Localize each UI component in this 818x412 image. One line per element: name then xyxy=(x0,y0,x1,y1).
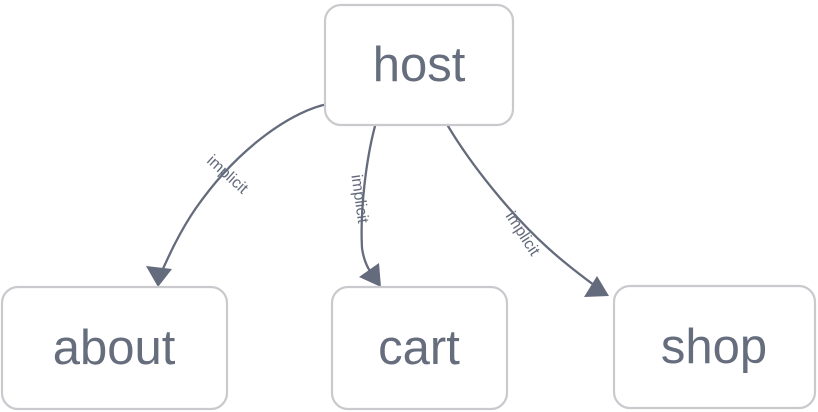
edge-host-shop-path xyxy=(446,124,604,293)
node-about-box xyxy=(0,285,229,411)
node-shop-box xyxy=(612,284,817,410)
edge-host-cart-label: implicit xyxy=(347,174,371,225)
edge-host-about-path xyxy=(156,102,330,282)
node-host-box xyxy=(323,3,515,127)
node-about[interactable]: about xyxy=(0,285,229,411)
node-shop-label: shop xyxy=(661,320,767,374)
edge-host-about-label: implicit xyxy=(203,152,251,198)
node-cart[interactable]: cart xyxy=(330,285,509,411)
node-cart-label: cart xyxy=(378,321,460,375)
node-about-label: about xyxy=(53,321,176,375)
edge-host-about[interactable]: implicit xyxy=(146,102,330,287)
node-host-label: host xyxy=(373,38,466,92)
edge-host-shop-arrowhead xyxy=(584,276,609,297)
edge-host-shop-label: implicit xyxy=(502,209,543,260)
edge-host-cart[interactable]: implicit xyxy=(347,124,381,287)
edge-host-cart-arrowhead xyxy=(359,263,381,287)
node-cart-box xyxy=(330,285,509,411)
node-shop[interactable]: shop xyxy=(612,284,817,410)
edge-host-about-arrowhead xyxy=(146,266,172,287)
node-host[interactable]: host xyxy=(323,3,515,127)
edge-host-shop[interactable]: implicit xyxy=(446,124,609,297)
